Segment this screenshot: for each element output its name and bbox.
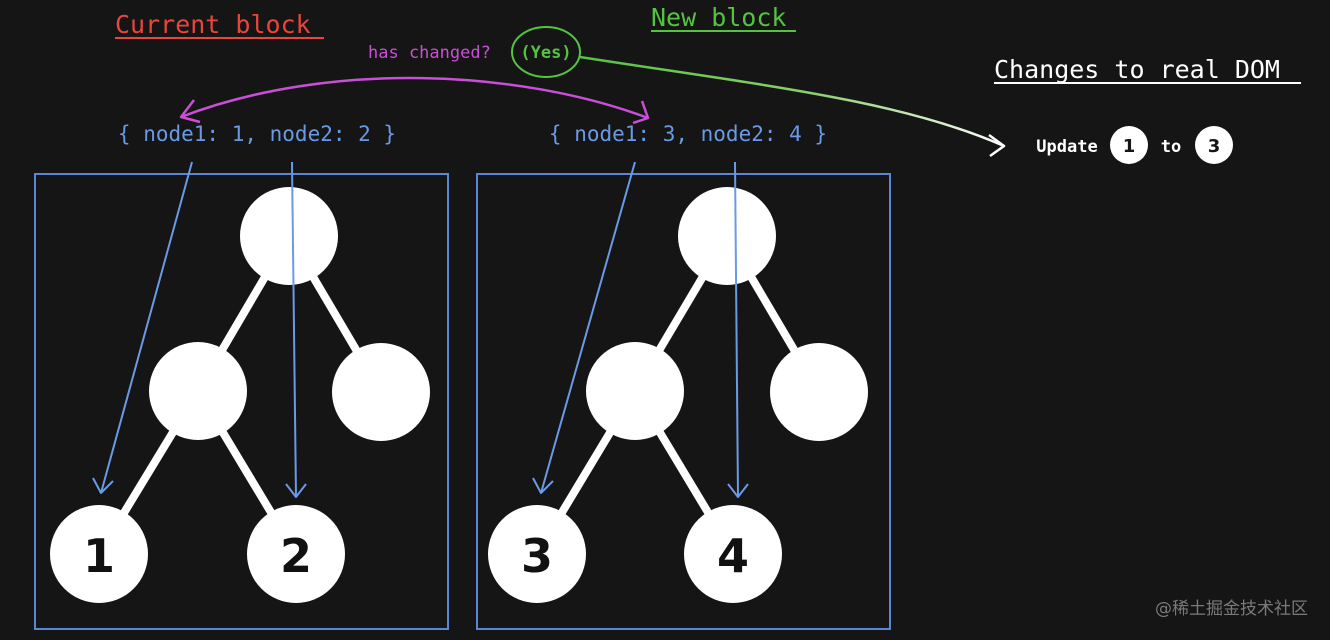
update-connector: to xyxy=(1161,137,1181,157)
current-block-props: { node1: 1, node2: 2 } xyxy=(118,122,396,146)
compare-arrow xyxy=(180,76,649,120)
tree-node-mid-left xyxy=(586,342,684,440)
update-from-value: 1 xyxy=(1123,136,1136,157)
pointer-arrowhead-node2 xyxy=(285,483,307,498)
pointer-arrowhead-node1 xyxy=(92,477,114,494)
current-block-tree: 1 2 xyxy=(34,161,449,630)
tree-node-leaf-right xyxy=(247,505,345,603)
current-block-title: Current block xyxy=(115,10,311,39)
new-block-frame xyxy=(476,173,891,630)
pointer-arrow-node2 xyxy=(734,161,739,498)
tree-node-mid-right xyxy=(332,343,430,441)
update-from-node xyxy=(1110,126,1148,164)
yes-answer: (Yes) xyxy=(520,43,571,63)
tree-node-leaf-left xyxy=(488,505,586,603)
pointer-arrow-node1 xyxy=(540,161,636,494)
new-block-props: { node1: 3, node2: 4 } xyxy=(549,122,827,146)
update-to-value: 3 xyxy=(1208,136,1221,157)
tree-node-root xyxy=(678,187,776,285)
update-label: Update xyxy=(1036,137,1097,157)
leaf-right-value: 4 xyxy=(717,529,749,583)
pointer-arrow-node2 xyxy=(291,161,297,498)
tree-node-leaf-left xyxy=(50,505,148,603)
has-changed-question: has changed? xyxy=(368,43,491,63)
leaf-right-value: 2 xyxy=(280,529,312,583)
new-block-title: New block xyxy=(651,3,786,32)
update-arrow xyxy=(579,55,1005,148)
update-to-node xyxy=(1195,126,1233,164)
tree-node-mid-right xyxy=(770,343,868,441)
changes-to-real-dom-title: Changes to real DOM xyxy=(994,55,1280,84)
current-block-frame xyxy=(34,173,449,630)
compare-arrowhead-right xyxy=(632,100,650,125)
new-block-tree: 3 4 xyxy=(476,161,891,630)
tree-node-root xyxy=(240,187,338,285)
update-arrowhead xyxy=(988,133,1006,158)
pointer-arrow-node1 xyxy=(100,161,193,494)
tree-node-leaf-right xyxy=(684,505,782,603)
tree-node-mid-left xyxy=(149,342,247,440)
pointer-arrowhead-node2 xyxy=(727,483,749,498)
watermark: @稀土掘金技术社区 xyxy=(1155,599,1308,619)
yes-answer-highlight xyxy=(511,26,581,78)
compare-arrowhead-left xyxy=(179,99,201,124)
leaf-left-value: 1 xyxy=(83,529,115,583)
pointer-arrowhead-node1 xyxy=(532,477,554,494)
leaf-left-value: 3 xyxy=(521,529,553,583)
